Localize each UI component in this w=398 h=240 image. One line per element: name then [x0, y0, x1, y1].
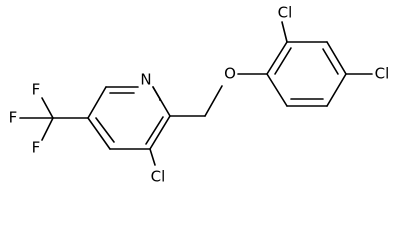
bond-ar-3-inner: [322, 48, 339, 75]
atom-f1: F: [9, 109, 18, 127]
bond-ar-4: [326, 73, 347, 107]
atom-f3: F: [32, 139, 41, 157]
bond-ar-1: [266, 41, 288, 75]
bond-ar-6: [266, 73, 288, 107]
bond-ar-3: [326, 41, 347, 75]
atom-cl-ortho: Cl: [278, 4, 293, 22]
bond-ar-1-inner: [274, 47, 292, 75]
atom-cl-para: Cl: [375, 65, 390, 83]
atom-n1: N: [140, 71, 151, 89]
bond-py-c2-c3-inner: [145, 116, 164, 145]
atom-f2: F: [32, 81, 41, 99]
bond-py-c4-c5-inner: [95, 117, 115, 143]
bond-c-f2: [41, 97, 54, 119]
structure-svg: F F F N O Cl Cl Cl: [9, 4, 390, 186]
bond-ch2-o: [204, 85, 223, 117]
molecule-diagram: F F F N O Cl Cl Cl: [9, 4, 390, 186]
bond-py-c2-c3: [149, 115, 171, 150]
bond-py-n-c2: [152, 86, 171, 117]
atom-cl-pyridine: Cl: [151, 168, 166, 186]
bond-c3-cl: [149, 148, 156, 166]
bond-ar-cl-ortho: [281, 21, 288, 43]
bond-py-c4-c5: [87, 117, 111, 150]
atom-o1: O: [224, 65, 236, 83]
bond-py-1: [87, 86, 107, 119]
bond-c-f3: [41, 117, 54, 141]
